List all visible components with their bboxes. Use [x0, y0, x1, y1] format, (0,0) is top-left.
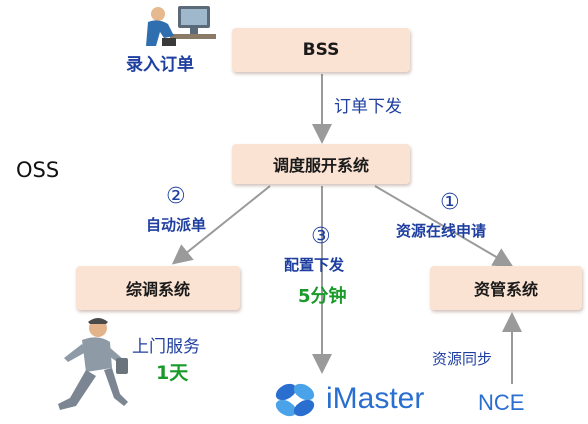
bss-node-label: BSS: [302, 40, 340, 60]
config-time-label: 5分钟: [298, 286, 347, 307]
resource-management-node: 资管系统: [430, 266, 582, 310]
imaster-logo-icon: [275, 383, 315, 417]
imaster-suffix-label: NCE: [478, 390, 525, 415]
field-technician-icon: [58, 318, 128, 410]
step2-number: ②: [166, 184, 186, 209]
resource-sync-label: 资源同步: [432, 350, 493, 368]
integrated-dispatch-label: 综调系统: [125, 280, 190, 299]
step2-label: 自动派单: [146, 216, 207, 234]
dispatch-system-node: 调度服开系统: [232, 144, 410, 184]
step3-label: 配置下发: [284, 256, 345, 274]
dispatch-system-label: 调度服开系统: [272, 156, 369, 175]
order-issue-label: 订单下发: [334, 97, 402, 117]
arrow-dispatch-to-resource: [374, 185, 514, 268]
arrow-dispatch-to-integrated: [171, 185, 271, 265]
oss-label: OSS: [16, 158, 60, 182]
onsite-service-label: 上门服务: [132, 337, 200, 357]
step3-number: ③: [311, 224, 331, 249]
step1-label: 资源在线申请: [396, 222, 487, 240]
step1-number: ①: [440, 190, 460, 215]
imaster-node-label: iMaster: [326, 382, 425, 415]
resource-management-label: 资管系统: [473, 280, 538, 299]
service-time-label: 1天: [156, 362, 189, 384]
enter-order-label: 录入订单: [126, 55, 194, 75]
bss-node: BSS: [232, 28, 410, 72]
user-at-computer-icon: [146, 6, 216, 46]
integrated-dispatch-node: 综调系统: [76, 266, 240, 310]
